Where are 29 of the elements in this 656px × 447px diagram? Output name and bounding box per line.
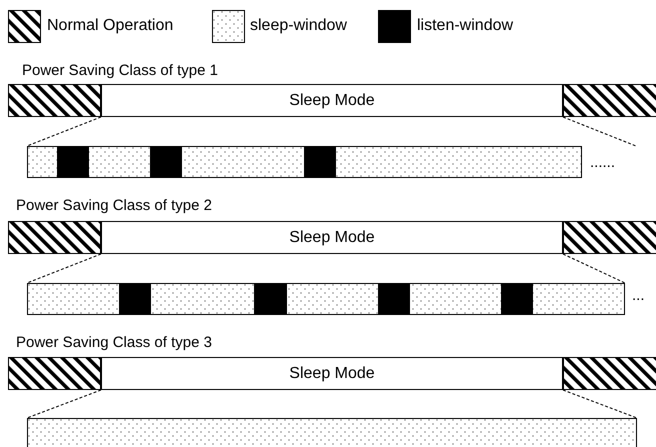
zoom-guide-line bbox=[26, 254, 102, 284]
node-label: Sleep Mode bbox=[289, 364, 375, 382]
node-label: Sleep Mode bbox=[289, 228, 375, 246]
ellipsis: ... bbox=[632, 287, 645, 304]
normal-operation-block bbox=[563, 221, 656, 254]
zoom-guide-line bbox=[26, 116, 102, 146]
node-label: Sleep Mode bbox=[289, 92, 375, 110]
zoom-guide-line bbox=[26, 390, 102, 418]
sleep-mode-box bbox=[101, 84, 563, 117]
zoom-guide-line bbox=[562, 254, 626, 284]
legend-label: listen-window bbox=[417, 17, 514, 35]
legend-label: Normal Operation bbox=[47, 17, 174, 35]
row-heading: Power Saving Class of type 1 bbox=[22, 62, 218, 79]
normal-operation-block bbox=[8, 84, 101, 117]
row-heading: Power Saving Class of type 3 bbox=[16, 334, 212, 351]
ellipsis: ...... bbox=[590, 154, 616, 171]
normal-operation-block bbox=[563, 84, 656, 117]
zoom-guide-line bbox=[562, 390, 638, 418]
normal-operation-block bbox=[8, 357, 101, 390]
timeline-bar bbox=[27, 146, 582, 178]
timeline-bar bbox=[27, 418, 637, 447]
sleep-mode-box bbox=[101, 221, 563, 254]
row-heading: Power Saving Class of type 2 bbox=[16, 197, 212, 214]
legend-label: sleep-window bbox=[250, 17, 347, 35]
normal-operation-block bbox=[563, 357, 656, 390]
zoom-guide-line bbox=[562, 116, 636, 146]
sleep-mode-box bbox=[101, 357, 563, 390]
timeline-bar bbox=[27, 283, 625, 315]
normal-operation-block bbox=[8, 221, 101, 254]
